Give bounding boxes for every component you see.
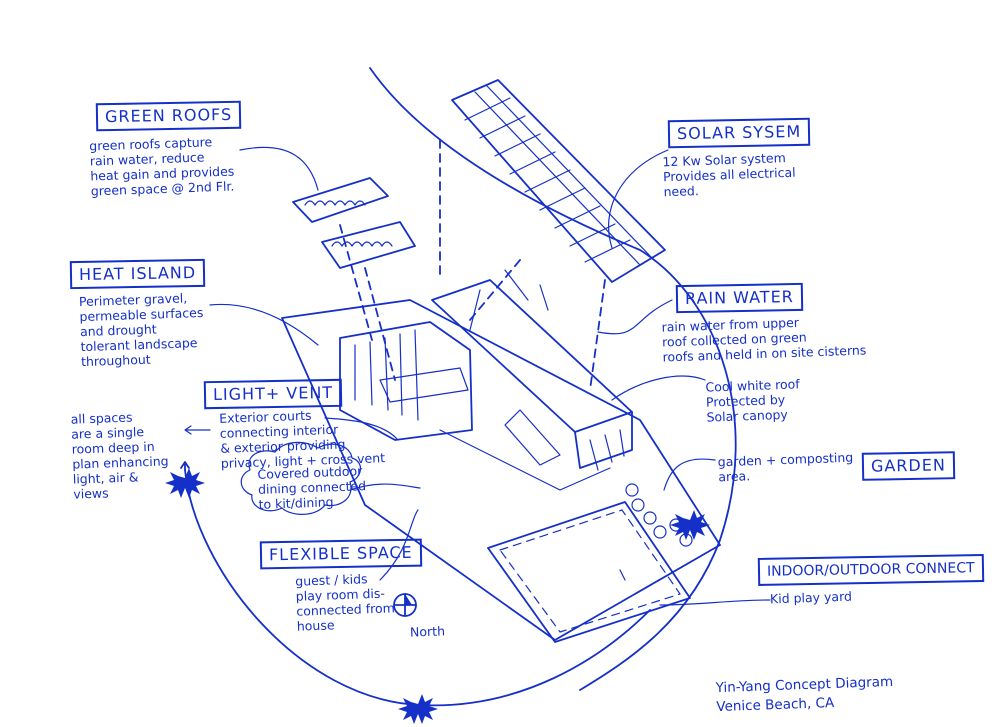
note-heat-island: Perimeter gravel, permeable surfaces and… [78,290,204,370]
label-flexible-space: FLEXIBLE SPACE [259,538,422,570]
label-light-vent: LIGHT+ VENT [203,378,343,410]
green-roof-slab-lower [321,221,416,269]
note-kid-play-yard: Kid play yard [769,588,853,607]
label-green-roofs: GREEN ROOFS [95,100,242,132]
site-outline [369,67,737,691]
note-green-roofs: green roofs capture rain water, reduce h… [88,134,235,199]
cloud-bubble [240,441,361,515]
caption: Yin-Yang Concept Diagram Venice Beach, C… [715,673,894,716]
label-indoor-outdoor: INDOOR/OUTDOOR CONNECT [757,554,984,586]
drop-lines [339,139,606,391]
north-arrow-icon [393,593,417,617]
garden-circles [625,483,693,547]
sun-icon [398,694,438,724]
label-garden: GARDEN [861,451,956,481]
label-rain-water: RAIN WATER [675,282,804,314]
note-garden: garden + composting area. [717,449,854,485]
note-covered-outdoor: Covered outdoor dining connected to kit/… [257,463,367,512]
note-flexible-space: guest / kids play room dis- connected fr… [294,571,396,634]
house-volume [339,279,633,491]
ground-plane [281,299,721,641]
note-rain-water: rain water from upper roof collected on … [661,314,867,365]
note-single-room: all spaces are a single room deep in pla… [70,409,169,502]
note-light-vent: Exterior courts connecting interior & ex… [219,407,386,471]
note-solar-system: 12 Kw Solar system Provides all electric… [662,150,796,200]
sun-icon [165,468,205,498]
solar-panel [451,79,666,283]
label-solar-system: SOLAR SYSEM [667,117,811,149]
north-label: North [409,623,446,640]
leader-lines [184,146,771,606]
sun-icon [670,510,710,540]
green-roof-slab-upper [292,177,389,223]
label-heat-island: HEAT ISLAND [69,258,206,290]
note-cool-roof: Cool white roof Protected by Solar canop… [705,376,800,425]
play-yard [487,501,691,643]
